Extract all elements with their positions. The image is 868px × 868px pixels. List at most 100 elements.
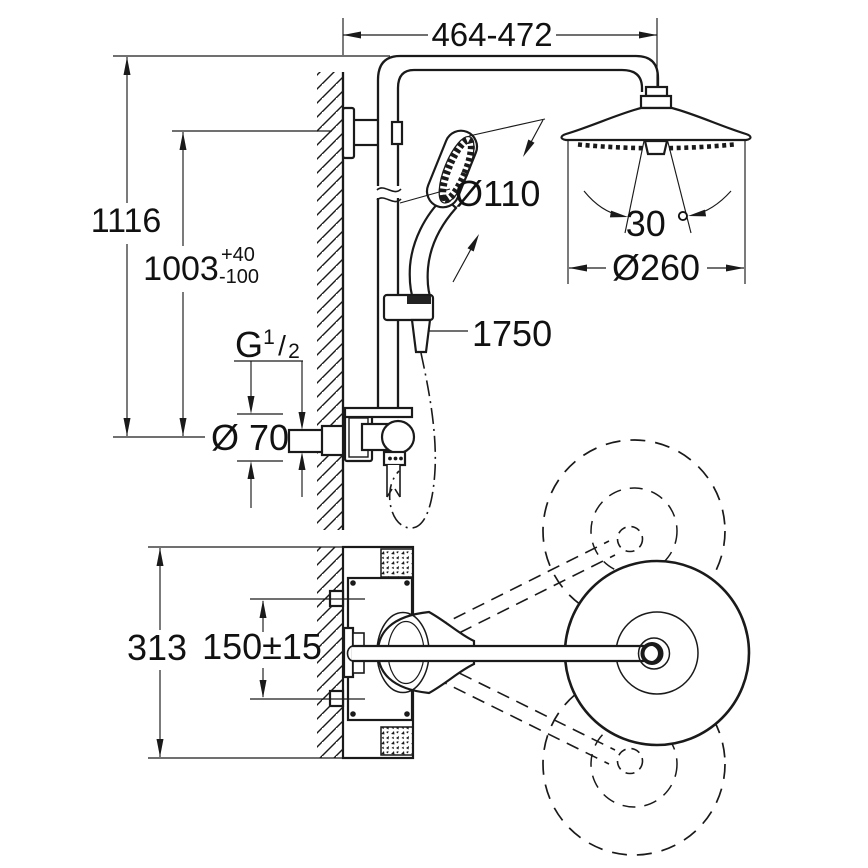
arrow-right	[726, 264, 744, 272]
curved-leader-left	[583, 190, 623, 217]
head-shower-body	[560, 106, 752, 142]
plan-view: 313 150±15	[127, 439, 751, 856]
dimension-thread-size: G 1 / 2	[234, 324, 306, 497]
arrow-upper	[523, 139, 535, 157]
ball-joint-core	[640, 642, 664, 665]
swivel-arm-edge	[440, 554, 616, 643]
arrow-down	[247, 396, 255, 414]
arm-projection-label: 464-472	[431, 16, 552, 53]
dimension-hose-length: 1750	[428, 313, 552, 354]
thread-numerator: 1	[263, 326, 275, 349]
rail-height-label: 1003	[143, 250, 219, 288]
hose-length-label: 1750	[472, 313, 552, 354]
arm-tube-left-cap	[346, 645, 353, 662]
rail-height-tolerance-minus: -100	[219, 266, 259, 288]
wall-hatch-plan	[317, 547, 343, 758]
arm-inner-line	[396, 68, 644, 92]
arrow-down	[298, 412, 306, 430]
bolt-dot	[404, 711, 410, 717]
arrow-left	[343, 31, 361, 39]
arrow-up	[179, 132, 187, 150]
rail-break-squiggle-top	[376, 187, 402, 193]
rail-bracket-plate	[341, 106, 356, 160]
mortar-block-top	[380, 548, 414, 578]
holder-clamp-dark	[407, 296, 431, 304]
swivel-arm-edge	[434, 677, 610, 765]
elevation-view: Ø260 30 °	[91, 16, 752, 530]
thread-denominator: 2	[288, 340, 300, 363]
hand-shower-head	[425, 129, 479, 209]
head-shower-elevation	[560, 85, 752, 234]
total-height-label: 1116	[91, 202, 162, 240]
dimension-spray-angle: 30 °	[583, 190, 732, 244]
bolt-dot	[404, 580, 410, 586]
arrow-right	[639, 31, 657, 39]
rail-fill	[378, 70, 398, 408]
leader-line	[399, 188, 451, 204]
supply-connection	[287, 424, 345, 457]
thread-letter: G	[235, 324, 263, 365]
hand-shower-logo-dot	[440, 194, 447, 202]
hand-shower-diameter-label: Ø110	[455, 173, 540, 214]
wall-section-elevation	[317, 72, 345, 530]
mixer-handle-knob	[380, 419, 416, 455]
ball-joint-ring	[637, 637, 671, 670]
connection-spacing-label: 150±15	[202, 626, 322, 667]
arrow-down	[156, 739, 164, 757]
head-connector-nut-upper	[644, 85, 669, 98]
bolt-dot	[350, 580, 356, 586]
curved-leader-right	[692, 190, 732, 216]
supply-coupling	[320, 424, 345, 457]
outlet-tube-fill	[387, 465, 400, 497]
dimension-connection-spacing: 150±15	[202, 598, 365, 700]
arrow-right	[688, 209, 707, 217]
arrow-down	[179, 418, 187, 436]
wall-hatch-elevation	[317, 72, 343, 530]
head-diameter-label: Ø260	[612, 247, 700, 288]
arrow-down	[123, 418, 131, 436]
head-connector-nut-lower	[639, 94, 673, 110]
outlet-nut-dot	[399, 456, 403, 461]
head-center-hub	[643, 139, 669, 156]
swivel-hub	[616, 747, 644, 775]
dimension-escutcheon-diameter: Ø 70	[211, 361, 289, 508]
swivel-arm-edge	[434, 540, 610, 629]
arrow-up	[259, 600, 267, 618]
dimension-head-diameter: Ø260	[567, 141, 746, 288]
plan-depth-label: 313	[127, 627, 187, 668]
mixer-top-plate	[343, 406, 414, 419]
arrow-up	[156, 548, 164, 566]
arrow-up	[247, 461, 255, 479]
dimension-hand-shower-diameter: Ø110	[399, 118, 546, 283]
dimension-total-height: 1116	[91, 55, 390, 438]
mortar-block-bottom	[380, 726, 414, 756]
outlet-nut-dot	[388, 456, 392, 461]
arrow-up	[298, 452, 306, 470]
rail-break-squiggle-bottom	[376, 197, 402, 203]
shower-hose-centerline	[388, 352, 437, 529]
hose-protector-cone	[410, 318, 432, 354]
rail-height-tolerance-plus: +40	[221, 244, 255, 266]
cartridge-section	[342, 626, 355, 679]
dimension-arm-projection: 464-472	[342, 16, 658, 88]
dim-tail-upper	[529, 119, 544, 145]
hand-shower-handle	[408, 195, 458, 304]
dimension-plan-depth: 313	[127, 546, 343, 759]
outlet-nut-dot	[393, 456, 398, 461]
rail-bracket-clamp	[390, 120, 404, 146]
ext-line	[468, 118, 546, 137]
swivel-circle-outer	[542, 439, 726, 623]
arm-outer-line	[376, 54, 660, 91]
escutcheon-diameter-label: Ø 70	[211, 417, 289, 458]
mixer-valve	[343, 406, 416, 498]
swivel-hub	[616, 525, 644, 553]
bolt-dot	[350, 711, 356, 717]
dimension-rail-height: 1003 +40 -100	[143, 130, 332, 436]
swivel-arm-edge	[440, 663, 616, 751]
swivel-range-upper	[434, 439, 726, 643]
arrow-lower	[467, 234, 479, 252]
spray-angle-label: 30 °	[626, 203, 690, 244]
arm-plan	[346, 610, 671, 695]
arrow-down	[259, 680, 267, 698]
